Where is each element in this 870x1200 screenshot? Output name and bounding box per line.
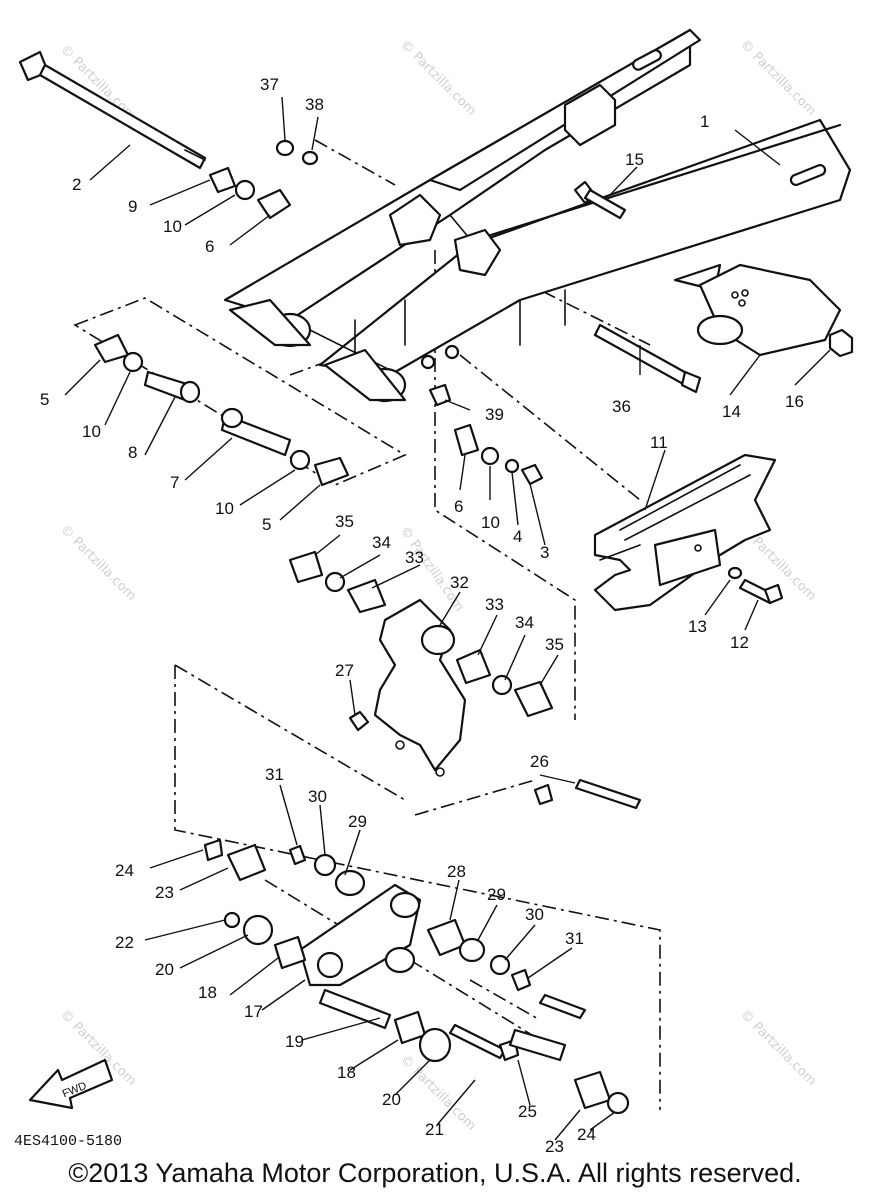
- callout-14: 14: [722, 402, 741, 421]
- callout-31: 31: [565, 929, 584, 948]
- callout-33: 33: [405, 548, 424, 567]
- callout-23: 23: [155, 883, 174, 902]
- oil-seal-10: [234, 179, 256, 201]
- relay-arm: [288, 550, 642, 810]
- callout-1: 1: [700, 112, 709, 131]
- bolt-36: [593, 323, 702, 394]
- pivot-shaft: [18, 50, 207, 170]
- copyright-notice: ©2013 Yamaha Motor Corporation, U.S.A. A…: [68, 1158, 802, 1188]
- callout-18: 18: [337, 1063, 356, 1082]
- callout-24: 24: [115, 861, 134, 880]
- callout-8: 8: [128, 443, 137, 462]
- callout-30: 30: [525, 905, 544, 924]
- callout-22: 22: [115, 933, 134, 952]
- diagram-code: 4ES4100-5180: [14, 1133, 123, 1150]
- callout-35: 35: [545, 635, 564, 654]
- callout-25: 25: [518, 1102, 537, 1121]
- chain-guide: [696, 263, 842, 357]
- watermark: © Partzilla.com: [57, 522, 139, 604]
- connecting-rod: [203, 838, 630, 1115]
- callout-12: 12: [730, 633, 749, 652]
- washer-13: [727, 566, 743, 580]
- callout-29: 29: [487, 885, 506, 904]
- callout-5: 5: [262, 515, 271, 534]
- watermark: © Partzilla.com: [397, 524, 467, 615]
- callout-11: 11: [650, 433, 668, 452]
- callout-15: 15: [625, 150, 644, 169]
- callout-33: 33: [485, 595, 504, 614]
- callout-20: 20: [155, 960, 174, 979]
- callout-10: 10: [481, 513, 500, 532]
- leader-lines: [64, 96, 831, 1141]
- callout-34: 34: [372, 533, 391, 552]
- callout-31: 31: [265, 765, 284, 784]
- callout-10: 10: [215, 499, 234, 518]
- callout-5: 5: [40, 390, 49, 409]
- callout-13: 13: [688, 617, 707, 636]
- callout-35: 35: [335, 512, 354, 531]
- callout-38: 38: [305, 95, 324, 114]
- callout-24: 24: [577, 1125, 596, 1144]
- callout-29: 29: [348, 812, 367, 831]
- callout-21: 21: [425, 1120, 444, 1139]
- watermark: © Partzilla.com: [737, 1007, 819, 1089]
- callout-37: 37: [260, 75, 279, 94]
- callout-9: 9: [128, 197, 137, 216]
- swingarm: [223, 28, 852, 403]
- bolt-12: [738, 578, 784, 605]
- callout-16: 16: [785, 392, 804, 411]
- callout-23: 23: [545, 1137, 564, 1156]
- fwd-arrow: FWD: [28, 1058, 114, 1110]
- washer-38: [301, 150, 319, 166]
- callout-6: 6: [454, 497, 463, 516]
- callout-28: 28: [447, 862, 466, 881]
- callout-3: 3: [540, 543, 549, 562]
- bolt-15: [573, 180, 627, 220]
- callout-numbers: 1 2 3 4 5 5 6 6 7 8 9 10 10 10 10 11 12 …: [40, 75, 804, 1156]
- callout-17: 17: [244, 1002, 263, 1021]
- callout-19: 19: [285, 1032, 304, 1051]
- pivot-parts: [93, 139, 544, 487]
- callout-36: 36: [612, 397, 631, 416]
- callout-20: 20: [382, 1090, 401, 1109]
- chain-puller: [593, 453, 777, 612]
- callout-39: 39: [485, 405, 504, 424]
- nut-37: [275, 139, 295, 157]
- callout-10: 10: [82, 422, 101, 441]
- callout-18: 18: [198, 983, 217, 1002]
- callout-7: 7: [170, 473, 179, 492]
- watermark: © Partzilla.com: [737, 37, 819, 119]
- callout-10: 10: [163, 217, 182, 236]
- callout-27: 27: [335, 661, 354, 680]
- callout-4: 4: [513, 527, 522, 546]
- callout-2: 2: [72, 175, 81, 194]
- nut-16: [828, 328, 854, 358]
- callout-30: 30: [308, 787, 327, 806]
- callout-32: 32: [450, 573, 469, 592]
- callout-6: 6: [205, 237, 214, 256]
- callout-26: 26: [530, 752, 549, 771]
- watermark: © Partzilla.com: [397, 37, 479, 119]
- callout-34: 34: [515, 613, 534, 632]
